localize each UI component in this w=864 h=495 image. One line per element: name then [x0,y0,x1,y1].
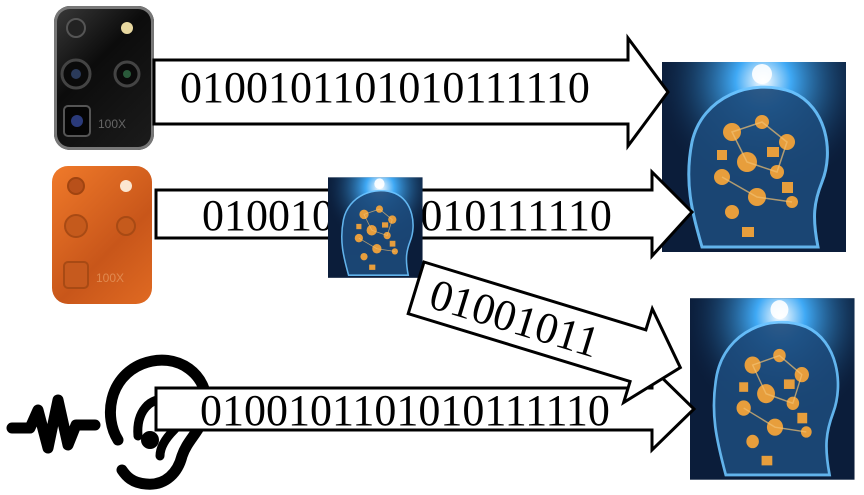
camera-badge-text: 100X [96,271,124,285]
arrow-bottom: 0100101101010111110 [154,364,697,454]
orange-camera-module: 100X [52,166,152,304]
camera-lenses-icon: 100X [63,177,136,289]
arrow-top-bits: 0100101101010111110 [180,63,590,112]
ai-head-image-small [328,176,460,316]
camera-lenses-icon: 100X [60,18,141,137]
arrow-bottom-bits: 0100101101010111110 [200,386,610,435]
arrow-top: 0100101101010111110 [152,33,670,151]
camera-badge-text: 100X [98,117,126,131]
black-camera-module: 100X [54,6,154,150]
